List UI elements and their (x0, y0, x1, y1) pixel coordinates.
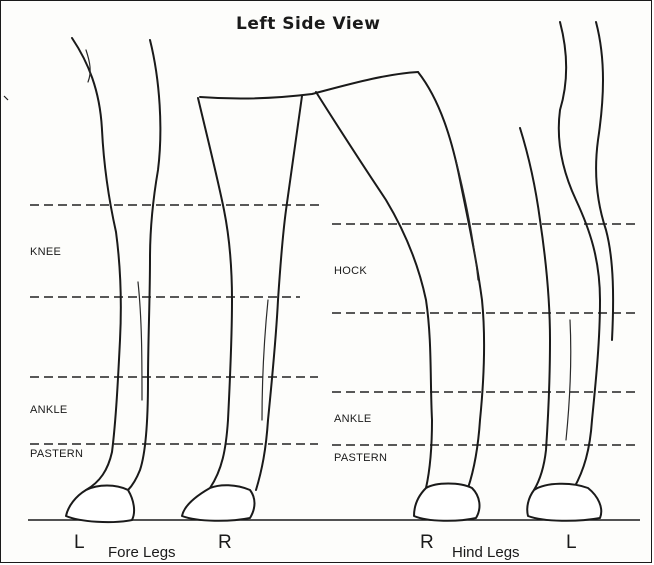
edge-tick (4, 96, 8, 100)
hind-left-letter: L (566, 532, 577, 554)
belly-line (200, 72, 418, 98)
diagram-title: Left Side View (236, 14, 380, 34)
fore-right-letter: R (218, 532, 232, 554)
hind-left-rump (596, 22, 613, 340)
hind-ankle-label: ANKLE (334, 413, 372, 425)
fore-right-hoof (182, 485, 255, 521)
hind-right-leg-back (418, 72, 484, 488)
fore-pastern-label: PASTERN (30, 448, 83, 460)
hind-pastern-label: PASTERN (334, 452, 387, 464)
hind-left-detail (566, 320, 571, 440)
fore-left-leg-front (72, 38, 121, 490)
fore-left-leg-back (128, 40, 160, 490)
hind-right-hoof (414, 484, 479, 521)
fore-legs-caption: Fore Legs (108, 544, 176, 561)
hind-left-leg-back (520, 128, 550, 490)
fore-right-leg-front (198, 98, 232, 488)
hind-right-leg-front (316, 92, 432, 488)
hind-hock-label: HOCK (334, 265, 367, 277)
fore-knee-label: KNEE (30, 246, 61, 258)
hind-left-hoof (527, 484, 601, 521)
hind-legs-caption: Hind Legs (452, 544, 520, 561)
fore-right-detail (262, 300, 268, 420)
hind-left-leg-front (559, 22, 600, 488)
fore-left-detail (138, 282, 142, 400)
fore-right-leg-back (256, 96, 302, 490)
fore-left-letter: L (74, 532, 85, 554)
hind-right-letter: R (420, 532, 434, 554)
fore-left-hoof (66, 486, 134, 523)
fore-ankle-label: ANKLE (30, 404, 68, 416)
